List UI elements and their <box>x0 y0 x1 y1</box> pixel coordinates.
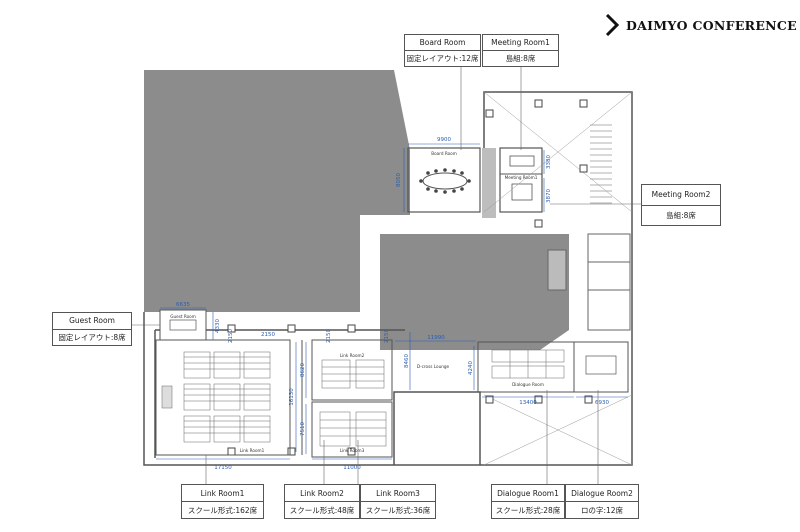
dim-board-width: 9900 <box>437 137 451 143</box>
plan-label-d-cross-lounge: D-cross Lounge <box>417 364 450 369</box>
plan-label-link-room3: Link Room3 <box>340 448 365 453</box>
plan-label-link-room2: Link Room2 <box>340 353 365 358</box>
callout-name: Link Room1 <box>182 485 263 502</box>
stairs <box>590 124 612 204</box>
dim-meeting1-height: 3380 <box>546 155 552 169</box>
plan-label-board-room: Board Room <box>431 151 457 156</box>
callout-meeting-room2: Meeting Room2 島組:8席 <box>641 184 721 226</box>
structural-columns <box>227 99 593 456</box>
callout-name: Guest Room <box>53 313 131 330</box>
link-room1-seating <box>183 351 271 443</box>
callout-name: Link Room3 <box>361 485 435 502</box>
callout-capacity: スクール形式:28席 <box>495 505 561 515</box>
plan-label-dialogue-room: Dialogue Room <box>512 382 544 387</box>
link-room1-row-lines <box>184 356 270 434</box>
link-room1-stage <box>161 385 173 409</box>
service-core <box>547 233 631 331</box>
dialogue-room2-table <box>585 355 617 375</box>
board-room-partition <box>482 148 496 218</box>
callout-link-room1: Link Room1 スクール形式:162席 <box>181 484 264 519</box>
brand-header: DAIMYO CONFERENCE <box>604 14 797 36</box>
callout-board-room: Board Room 固定レイアウト:12席 <box>404 34 481 67</box>
dim-guest-height: 4330 <box>215 319 221 333</box>
dim-corridor1: 2150 <box>228 329 234 343</box>
void-cross-lines <box>483 91 633 466</box>
dim-corridor2: 2150 <box>261 332 275 338</box>
board-room-chairs <box>419 168 471 194</box>
dim-dialogue-width: 13400 <box>519 400 537 406</box>
plan-label-guest-room: Guest Room <box>170 314 196 319</box>
callout-capacity: スクール形式:36席 <box>365 505 431 515</box>
callout-name: Dialogue Room1 <box>492 485 564 502</box>
dim-corridor4: 2150 <box>384 329 390 343</box>
dim-link-height: 16130 <box>289 388 295 406</box>
guest-room-table <box>169 319 197 331</box>
callout-capacity: 島組:8席 <box>666 210 696 220</box>
callout-link-room3: Link Room3 スクール形式:36席 <box>360 484 436 519</box>
dialogue-rooms-walls <box>477 341 629 393</box>
link-room2-seating <box>321 359 385 389</box>
callout-capacity: 固定レイアウト:12席 <box>406 54 479 63</box>
dim-meeting2-height: 3870 <box>546 189 552 203</box>
leader-lines <box>130 65 641 484</box>
plan-label-meeting-room1: Meeting Room1 <box>505 175 538 180</box>
dim-link2-height: 8620 <box>300 363 306 377</box>
meeting-room1-tables <box>509 155 535 201</box>
callout-name: Link Room2 <box>285 485 359 502</box>
callout-name: Meeting Room2 <box>642 185 720 206</box>
dim-dialogue2-width: 6930 <box>595 400 609 406</box>
callout-capacity: 固定レイアウト:8席 <box>58 332 126 342</box>
dim-link23-width: 11000 <box>343 465 361 471</box>
callout-name: Board Room <box>405 35 480 51</box>
callout-guest-room: Guest Room 固定レイアウト:8席 <box>52 312 132 346</box>
callout-capacity: スクール形式:162席 <box>187 505 258 515</box>
dialogue-room1-seating <box>491 349 565 379</box>
dim-guest-width: 6635 <box>176 302 190 308</box>
link-room3-seating <box>319 411 387 447</box>
callout-capacity: 島組:8席 <box>505 54 536 63</box>
dim-corridor3: 2150 <box>326 329 332 343</box>
dim-board-height: 8050 <box>396 173 402 187</box>
callout-dialogue-room1: Dialogue Room1 スクール形式:28席 <box>491 484 565 519</box>
dim-lounge-height: 8460 <box>404 354 410 368</box>
callout-capacity: スクール形式:48席 <box>289 505 355 515</box>
link-rooms-walls <box>155 339 393 458</box>
callout-meeting-room1: Meeting Room1 島組:8席 <box>482 34 559 67</box>
board-room-table <box>422 172 468 190</box>
dim-link3-height: 7510 <box>300 422 306 436</box>
callout-link-room2: Link Room2 スクール形式:48席 <box>284 484 360 519</box>
dim-link1-width: 17150 <box>214 465 232 471</box>
callout-name: Dialogue Room2 <box>566 485 638 502</box>
callout-dialogue-room2: Dialogue Room2 ロの字:12席 <box>565 484 639 519</box>
dim-dialogue-height: 4240 <box>468 361 474 375</box>
dim-lounge-width: 11990 <box>427 335 445 341</box>
callout-name: Meeting Room1 <box>483 35 558 51</box>
callout-capacity: ロの字:12席 <box>580 505 624 515</box>
plan-label-link-room1: Link Room1 <box>240 448 265 453</box>
dimension-lines <box>156 143 628 460</box>
daimyo-logo-icon <box>605 14 620 36</box>
inaccessible-area <box>144 70 410 312</box>
brand-name: DAIMYO CONFERENCE <box>626 17 797 33</box>
central-core-block <box>380 234 569 350</box>
